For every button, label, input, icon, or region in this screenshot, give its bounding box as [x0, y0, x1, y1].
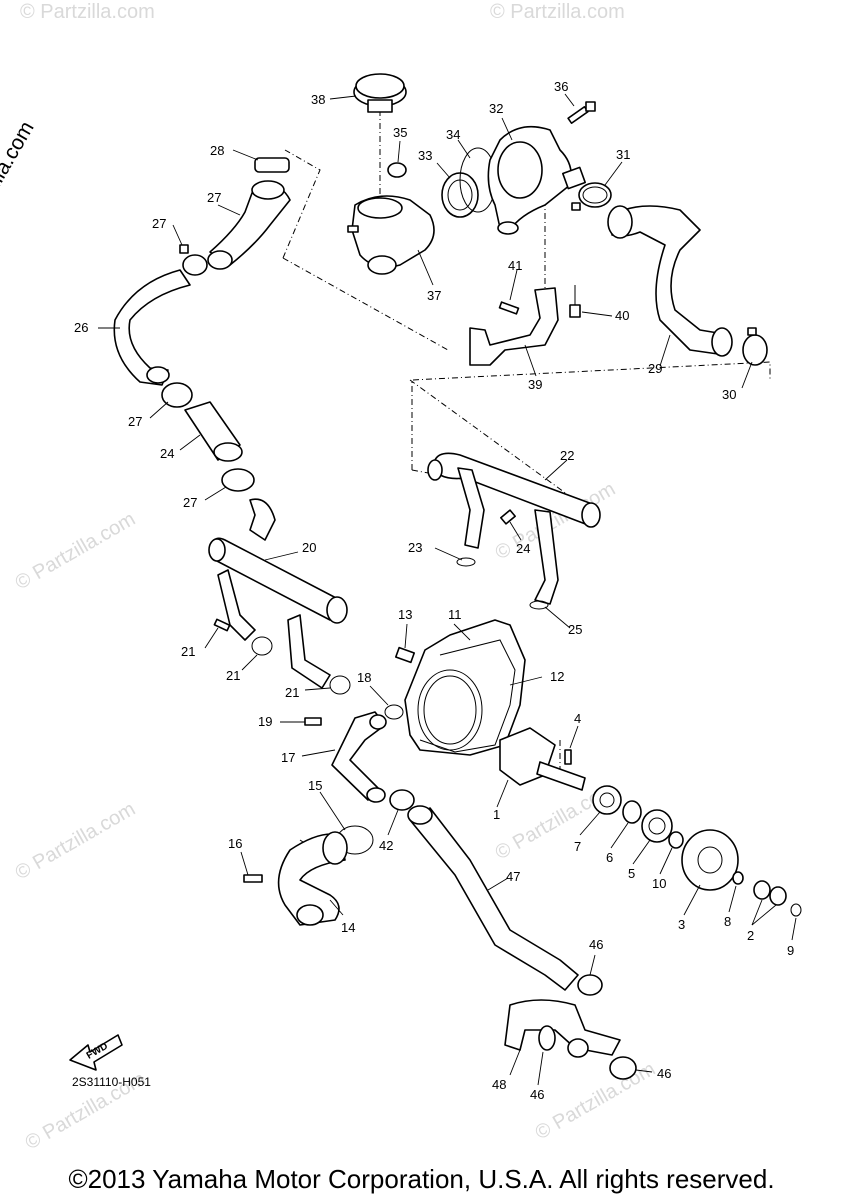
callout-10: 10 [652, 876, 666, 891]
callout-9: 9 [787, 943, 794, 958]
callout-24: 23 [408, 540, 422, 555]
callout-44: 41 [508, 258, 522, 273]
hose-26 [161, 382, 255, 492]
impeller [499, 727, 586, 791]
callout-42: 39 [528, 377, 542, 392]
callout-17: 17 [281, 750, 295, 765]
callout-31: 28 [210, 143, 224, 158]
callout-22: 21 [181, 644, 195, 659]
watermark-tile: © Partzilla.com [12, 798, 140, 884]
clamp-34 [571, 182, 612, 211]
callout-38: 35 [393, 125, 407, 140]
callout-13: 13 [398, 607, 412, 622]
callout-12: 12 [550, 669, 564, 684]
clamp-33 [742, 327, 768, 366]
watermark-tile: © Partzilla.com [12, 508, 140, 594]
callout-15: 15 [308, 778, 322, 793]
hose-28 [113, 269, 191, 386]
callout-21: 21 [226, 668, 240, 683]
callout-11: 11 [448, 607, 462, 622]
copyright-notice: ©2013 Yamaha Motor Corporation, U.S.A. A… [68, 1164, 775, 1194]
callout-2: 2 [747, 928, 754, 943]
pipe-20 [208, 498, 348, 689]
callouts: 38 35 33 34 32 36 31 28 27 27 26 27 24 2… [74, 79, 794, 1102]
callout-33: 30 [722, 387, 736, 402]
callout-7: 7 [574, 839, 581, 854]
callout-39: 36 [554, 79, 568, 94]
callout-23: 22 [560, 448, 574, 463]
callout-28: 26 [74, 320, 88, 335]
thermostat-group [387, 147, 497, 218]
callout-5: 5 [628, 866, 635, 881]
watermark-tile: © Partzilla.com [490, 1, 625, 23]
pipe-23 [427, 452, 601, 610]
callout-36: 33 [418, 148, 432, 163]
callout-25: 24 [516, 541, 530, 556]
callout-21-lower: 21 [285, 685, 299, 700]
callout-34: 31 [616, 147, 630, 162]
callout-29: 27 [207, 190, 221, 205]
callout-27-lower: 27 [183, 495, 197, 510]
callout-3: 3 [678, 917, 685, 932]
clamp-45 [389, 789, 415, 811]
callout-4: 4 [574, 711, 581, 726]
callout-14: 14 [341, 920, 355, 935]
callout-35: 32 [489, 101, 503, 116]
callout-40: 37 [427, 288, 441, 303]
radiator-cap [353, 73, 407, 113]
bracket-42 [469, 285, 581, 366]
callout-24-lower: 25 [568, 622, 582, 637]
callout-46: 46 [589, 937, 603, 952]
callout-48: 48 [492, 1077, 506, 1092]
callout-37: 34 [446, 127, 460, 142]
callout-18: 18 [357, 670, 371, 685]
clamp-30 [179, 244, 208, 276]
callout-6: 6 [606, 850, 613, 865]
callout-46-right: 46 [657, 1066, 671, 1081]
callout-30: 27 [152, 216, 166, 231]
fwd-arrow-icon: FWD [69, 1034, 123, 1071]
callout-19: 19 [258, 714, 272, 729]
callout-26: 24 [160, 446, 174, 461]
callout-41: 38 [311, 92, 325, 107]
pipe-17 [304, 704, 404, 803]
callout-46-left: 46 [530, 1087, 544, 1102]
callout-43: 40 [615, 308, 629, 323]
hose-29 [207, 157, 291, 270]
o-rings-21 [213, 618, 351, 695]
callout-32: 29 [648, 361, 662, 376]
callout-20: 20 [302, 540, 316, 555]
callout-1: 1 [493, 807, 500, 822]
diagram-code: 2S31110-H051 [72, 1075, 151, 1089]
pipe-14 [243, 825, 374, 926]
pump-gear [681, 829, 802, 917]
hose-47 [407, 805, 579, 991]
callout-47: 47 [506, 869, 520, 884]
leader-lines [98, 93, 797, 1086]
water-pump-cover [394, 619, 526, 756]
callout-8: 8 [724, 914, 731, 929]
callout-27: 27 [128, 414, 142, 429]
shaft-components [592, 785, 684, 849]
thermostat-cover [347, 195, 435, 275]
callout-16: 16 [228, 836, 242, 851]
hose-32 [607, 205, 733, 357]
bolt-39 [567, 101, 596, 124]
callout-45: 42 [379, 838, 393, 853]
watermark-tile: © Partzilla.com [20, 1, 155, 23]
hose-48 [504, 974, 637, 1080]
thermostat-housing [487, 125, 586, 235]
